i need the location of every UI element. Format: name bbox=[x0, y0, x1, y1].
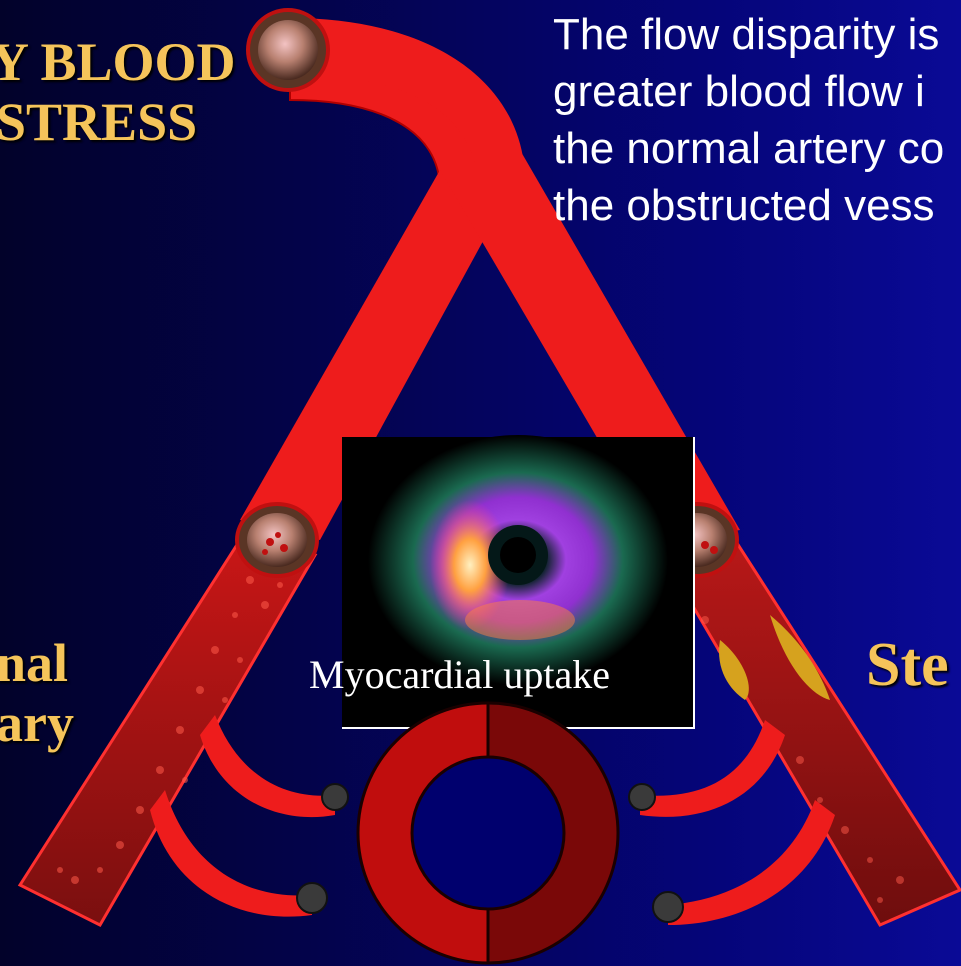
vessel-lumen-left bbox=[237, 504, 317, 576]
description-line-3: the normal artery co bbox=[553, 120, 944, 177]
description-line-4: the obstructed vess bbox=[553, 177, 935, 234]
normal-artery-label-line2: ary bbox=[0, 692, 74, 754]
slide-title-line1: Y BLOOD bbox=[0, 32, 236, 92]
stenosis-label: Ste bbox=[866, 630, 949, 701]
description-line-1: The flow disparity is bbox=[553, 6, 939, 63]
description-line-2: greater blood flow i bbox=[553, 63, 925, 120]
myocardium-ring-diagram bbox=[358, 703, 618, 963]
vessel-lumen-top bbox=[248, 10, 328, 90]
slide-title-line2: STRESS bbox=[0, 92, 197, 152]
normal-artery-label-line1: nal bbox=[0, 632, 68, 694]
scan-caption: Myocardial uptake bbox=[309, 651, 610, 698]
stenotic-artery-vessel bbox=[660, 540, 960, 925]
